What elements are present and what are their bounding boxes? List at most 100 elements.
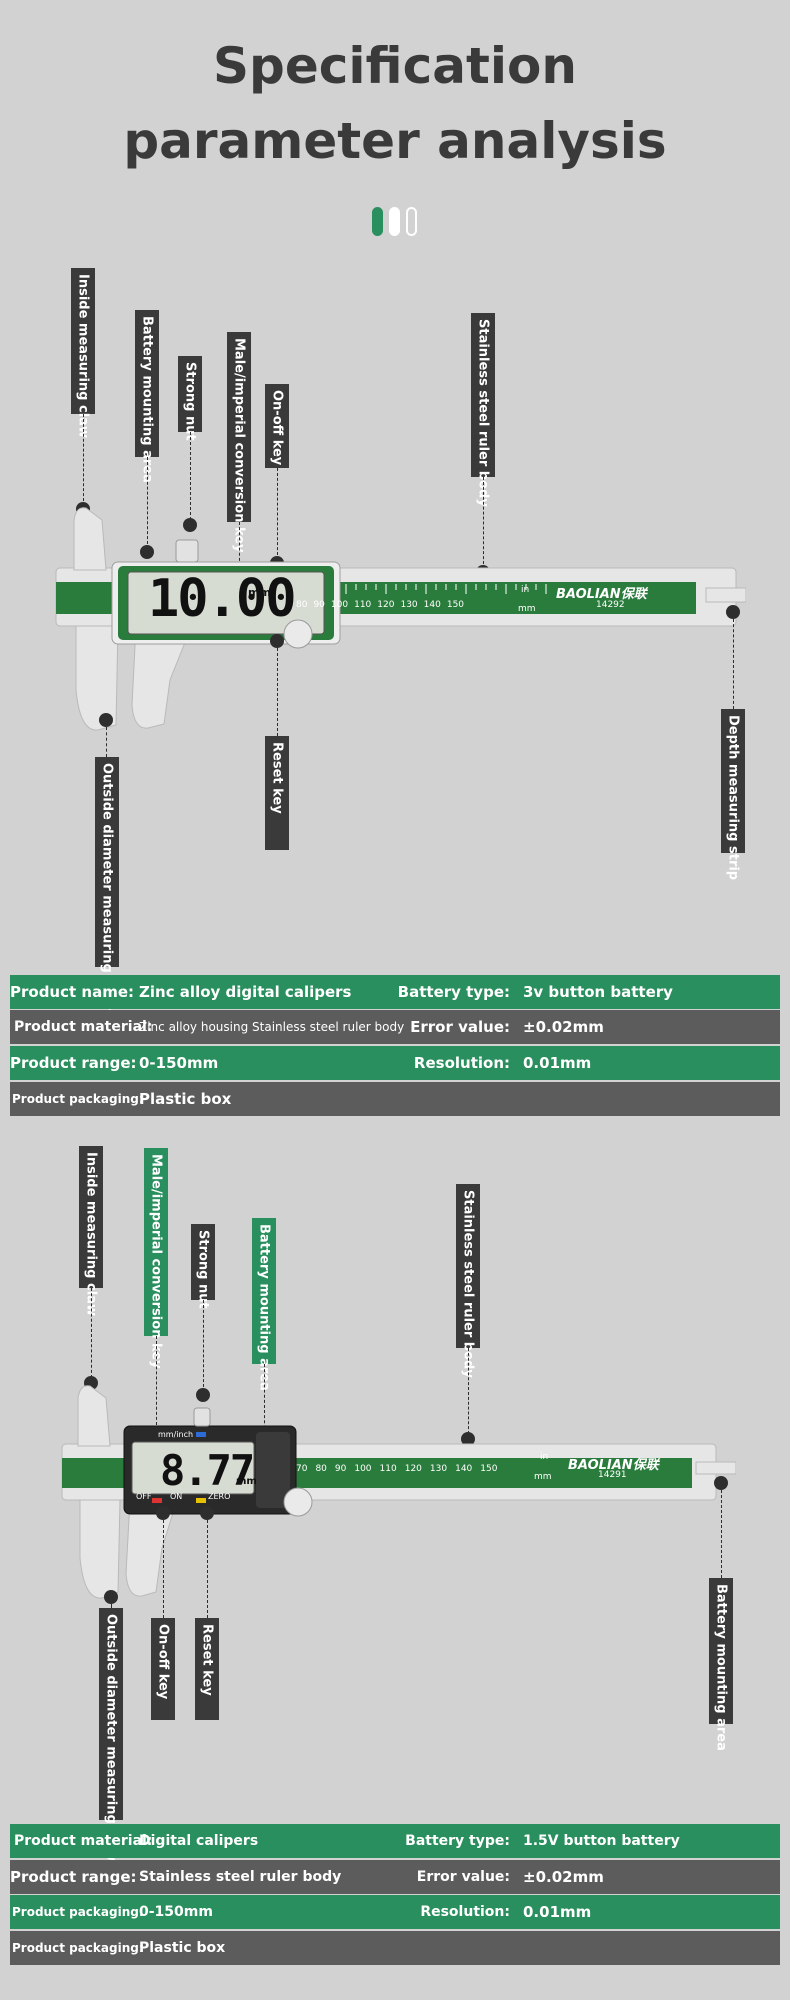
scale-tick-label: 140 xyxy=(455,1464,473,1474)
scale-tick-label: 120 xyxy=(404,1464,422,1474)
spec-key: Product range: xyxy=(10,1868,137,1886)
pin-ruler-body-2 xyxy=(461,1432,475,1446)
spec-key: Product range: xyxy=(10,1054,137,1072)
spec-value: Zinc alloy digital calipers xyxy=(139,983,352,1001)
caliper-image-1 xyxy=(55,507,746,731)
label-reset-key-2: Reset key xyxy=(195,1618,219,1720)
spec-key: Product name: xyxy=(10,983,134,1001)
spec-row: Product packaging: Plastic box xyxy=(10,1931,780,1965)
spec-key: Resolution: xyxy=(413,1054,510,1072)
spec-row: Product packaging: Plastic box xyxy=(10,1082,780,1116)
label-conversion-key-2: Male/imperial conversion key xyxy=(144,1148,168,1369)
brand-name: BAOLIAN xyxy=(556,587,621,602)
lcd-display-value: 10.00 xyxy=(148,569,297,629)
spec-value: Zinc alloy housing Stainless steel ruler… xyxy=(139,1020,405,1034)
spec-key: Battery type: xyxy=(397,983,510,1001)
label-onoff-key-2: On-off key xyxy=(151,1618,175,1720)
label-ruler-body-2: Stainless steel ruler body xyxy=(456,1184,480,1378)
brand-name-cn: 保联 xyxy=(620,587,647,602)
brand-name-2: BAOLIAN xyxy=(568,1458,633,1473)
pin-outside-claw-2 xyxy=(104,1590,118,1604)
label-strong-nut-2: Strong nut xyxy=(191,1224,215,1309)
ruler-scale: 80 90 100 110 120 130 140 150 xyxy=(296,600,516,610)
pin-strong-nut-2 xyxy=(196,1388,210,1402)
spec-value: 0-150mm xyxy=(139,1054,219,1072)
lcd-unit-2: mm xyxy=(236,1476,257,1487)
scale-tick-label: 80 xyxy=(315,1464,327,1474)
spec-key: Resolution: xyxy=(420,1904,510,1920)
page-title-line2: parameter analysis xyxy=(123,112,667,170)
scale-tick-label: 140 xyxy=(423,600,441,610)
spec-key: Error value: xyxy=(416,1869,510,1885)
pin-reset-key-2 xyxy=(200,1506,214,1520)
label-depth-strip: Depth measuring strip xyxy=(721,709,745,880)
on-label: ON xyxy=(170,1492,183,1501)
scale-tick-label: 110 xyxy=(379,1464,397,1474)
label-reset-key: Reset key xyxy=(265,736,289,850)
pin-outside-claw xyxy=(99,713,113,727)
carousel-dot[interactable] xyxy=(389,207,400,236)
spec-value: ±0.02mm xyxy=(523,1868,604,1886)
brand-name-cn-2: 保联 xyxy=(632,1458,659,1473)
label-ruler-body: Stainless steel ruler body xyxy=(471,313,495,507)
scale-tick-label: 130 xyxy=(400,600,418,610)
spec-value: Plastic box xyxy=(139,1090,232,1108)
label-conversion-key: Male/imperial conversion key xyxy=(227,332,251,553)
brand-logo-2: BAOLIAN保联 xyxy=(568,1454,659,1473)
spec-value: 3v button battery xyxy=(523,983,673,1001)
brand-logo: BAOLIAN保联 xyxy=(556,583,647,602)
spec-key: Product material: xyxy=(14,1833,153,1849)
carousel-indicator[interactable] xyxy=(372,207,417,236)
scale-tick-label: 90 xyxy=(313,600,325,610)
model-number-2: 14291 xyxy=(598,1470,627,1480)
pin-onoff-key-2 xyxy=(156,1506,170,1520)
spec-key: Product material: xyxy=(14,1019,153,1035)
spec-row: Product name: Zinc alloy digital caliper… xyxy=(10,975,780,1009)
carousel-dot[interactable] xyxy=(406,207,417,236)
spec-key: Battery type: xyxy=(405,1833,510,1849)
spec-value: ±0.02mm xyxy=(523,1018,604,1036)
model-number: 14292 xyxy=(596,600,625,610)
carousel-dot-active[interactable] xyxy=(372,207,383,236)
pin-battery-area-right xyxy=(714,1476,728,1490)
scale-tick-label: 120 xyxy=(377,600,395,610)
label-onoff-key: On-off key xyxy=(265,384,289,468)
caliper-image-2 xyxy=(61,1385,736,1599)
spec-row: Product material: Digital calipers Batte… xyxy=(10,1824,780,1858)
scale-tick-label: 110 xyxy=(354,600,372,610)
pin-battery-area xyxy=(140,545,154,559)
pin-reset-key xyxy=(270,634,284,648)
scale-unit-mm: mm xyxy=(518,604,536,614)
scale-tick-label: 100 xyxy=(354,1464,372,1474)
spec-value: Stainless steel ruler body xyxy=(139,1869,342,1885)
scale-tick-label: 90 xyxy=(334,1464,347,1474)
scale-unit-in-2: in xyxy=(540,1452,549,1462)
spec-value: 0-150mm xyxy=(139,1904,213,1920)
spec-key: Product packaging: xyxy=(12,1092,144,1106)
pin-depth-strip xyxy=(726,605,740,619)
label-outside-claw-2: Outside diameter measuring claw xyxy=(99,1608,123,1861)
spec-value: 1.5V button battery xyxy=(523,1833,680,1849)
label-battery-area-right: Battery mounting area xyxy=(709,1578,733,1751)
scale-tick-label: 100 xyxy=(330,600,349,610)
label-inside-claw: Inside measuring claw xyxy=(71,268,95,438)
label-strong-nut: Strong nut xyxy=(178,356,202,441)
scale-tick-label: 70 xyxy=(296,1464,308,1474)
ruler-scale-2: 70 80 90 100 110 120 130 140 150 xyxy=(296,1464,536,1474)
scale-unit-mm-2: mm xyxy=(534,1472,552,1482)
label-outside-claw: Outside diameter measuring claw xyxy=(95,757,119,1010)
spec-value: 0.01mm xyxy=(523,1054,592,1072)
spec-value: 0.01mm xyxy=(523,1903,592,1921)
scale-tick-label: 150 xyxy=(480,1464,498,1474)
lcd-unit: mm xyxy=(248,586,271,599)
spec-key: Product packaging: xyxy=(12,1941,144,1955)
scale-tick-label: 150 xyxy=(446,600,465,610)
spec-row: Product material: Zinc alloy housing Sta… xyxy=(10,1010,780,1044)
spec-row: Product range: 0-150mm Resolution: 0.01m… xyxy=(10,1046,780,1080)
pin-strong-nut xyxy=(183,518,197,532)
spec-row: Product packaging: 0-150mm Resolution: 0… xyxy=(10,1895,780,1929)
label-battery-area: Battery mounting area xyxy=(135,310,159,483)
label-battery-area-2: Battery mounting area xyxy=(252,1218,276,1391)
spec-value: Digital calipers xyxy=(139,1833,259,1849)
scale-tick-label: 130 xyxy=(429,1464,448,1474)
